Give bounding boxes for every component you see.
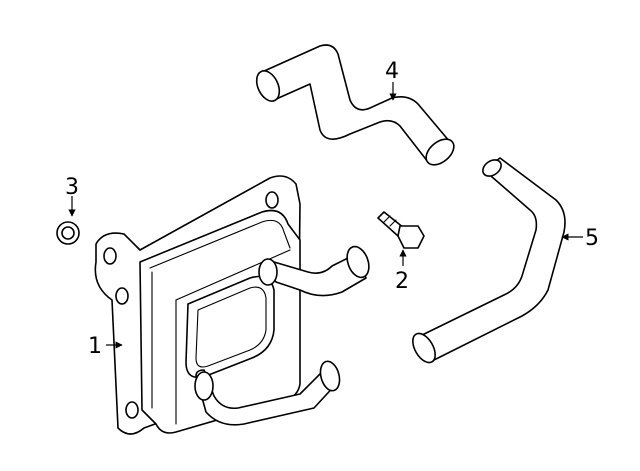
- callout-4: 4: [385, 59, 399, 84]
- bolt-part-2: [377, 211, 425, 249]
- callout-1: 1: [88, 334, 102, 359]
- o-ring-part-3: [56, 221, 80, 245]
- upper-hose-part-4: [255, 44, 455, 166]
- callout-5: 5: [585, 226, 599, 251]
- callout-2: 2: [395, 269, 409, 294]
- oil-cooler-part-1: [94, 175, 370, 435]
- callout-3: 3: [65, 175, 79, 200]
- lower-hose-part-5: [412, 157, 566, 364]
